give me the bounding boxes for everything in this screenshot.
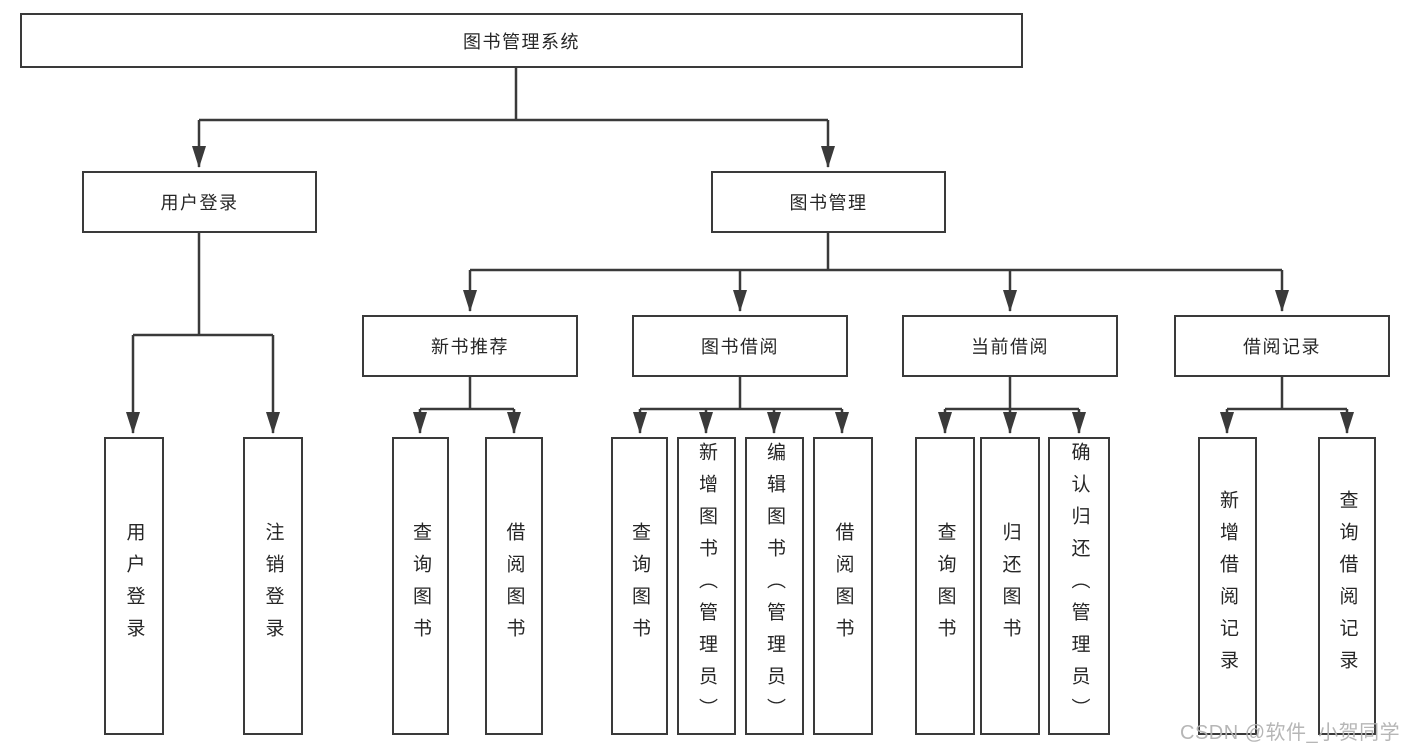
leaf-borrowing-edit-books-admin-label: 编辑图书（管理员） xyxy=(764,442,785,730)
watermark: CSDN @软件_小贺同学 xyxy=(1180,722,1401,744)
leaf-current-return-books-label: 归还图书 xyxy=(999,522,1021,650)
node-new-book-recommend: 新书推荐 xyxy=(362,315,578,377)
leaf-borrowing-query-books-label: 查询图书 xyxy=(629,522,650,650)
leaf-current-confirm-return-admin-label: 确认归还（管理员） xyxy=(1068,442,1090,730)
leaf-current-query-books-label: 查询图书 xyxy=(934,522,956,650)
node-user-login-label: 用户登录 xyxy=(160,193,239,213)
node-current-borrowing-label: 当前借阅 xyxy=(971,337,1049,357)
node-book-management: 图书管理 xyxy=(711,171,946,233)
leaf-current-return-books: 归还图书 xyxy=(980,437,1040,735)
leaf-current-confirm-return-admin: 确认归还（管理员） xyxy=(1048,437,1110,735)
leaf-borrowing-borrow-books-label: 借阅图书 xyxy=(832,522,854,650)
leaf-current-query-books: 查询图书 xyxy=(915,437,975,735)
node-book-borrowing-label: 图书借阅 xyxy=(701,337,779,357)
leaf-recommend-query-books-label: 查询图书 xyxy=(410,522,431,650)
node-root-system-label: 图书管理系统 xyxy=(463,31,580,52)
leaf-records-add-record: 新增借阅记录 xyxy=(1198,437,1257,735)
connector-backbones xyxy=(133,68,1347,411)
leaf-user-login-label: 用户登录 xyxy=(123,522,145,650)
leaf-borrowing-query-books: 查询图书 xyxy=(611,437,668,735)
leaf-records-query-record-label: 查询借阅记录 xyxy=(1336,490,1358,682)
node-current-borrowing: 当前借阅 xyxy=(902,315,1118,377)
node-new-book-recommend-label: 新书推荐 xyxy=(431,337,509,357)
node-root-system: 图书管理系统 xyxy=(20,13,1023,68)
node-borrowing-records: 借阅记录 xyxy=(1174,315,1390,377)
leaf-recommend-borrow-books-label: 借阅图书 xyxy=(503,522,525,650)
leaf-borrowing-edit-books-admin: 编辑图书（管理员） xyxy=(745,437,804,735)
node-user-login: 用户登录 xyxy=(82,171,317,233)
connector-arrows xyxy=(126,120,1354,434)
leaf-borrowing-add-books-admin: 新增图书（管理员） xyxy=(677,437,736,735)
node-borrowing-records-label: 借阅记录 xyxy=(1243,337,1321,357)
leaf-logout: 注销登录 xyxy=(243,437,303,735)
leaf-borrowing-add-books-admin-label: 新增图书（管理员） xyxy=(696,442,717,730)
leaf-recommend-query-books: 查询图书 xyxy=(392,437,449,735)
leaf-records-query-record: 查询借阅记录 xyxy=(1318,437,1376,735)
leaf-records-add-record-label: 新增借阅记录 xyxy=(1217,490,1238,682)
node-book-management-label: 图书管理 xyxy=(789,193,868,213)
leaf-logout-label: 注销登录 xyxy=(262,522,284,650)
leaf-user-login: 用户登录 xyxy=(104,437,164,735)
leaf-recommend-borrow-books: 借阅图书 xyxy=(485,437,543,735)
node-book-borrowing: 图书借阅 xyxy=(632,315,848,377)
leaf-borrowing-borrow-books: 借阅图书 xyxy=(813,437,873,735)
